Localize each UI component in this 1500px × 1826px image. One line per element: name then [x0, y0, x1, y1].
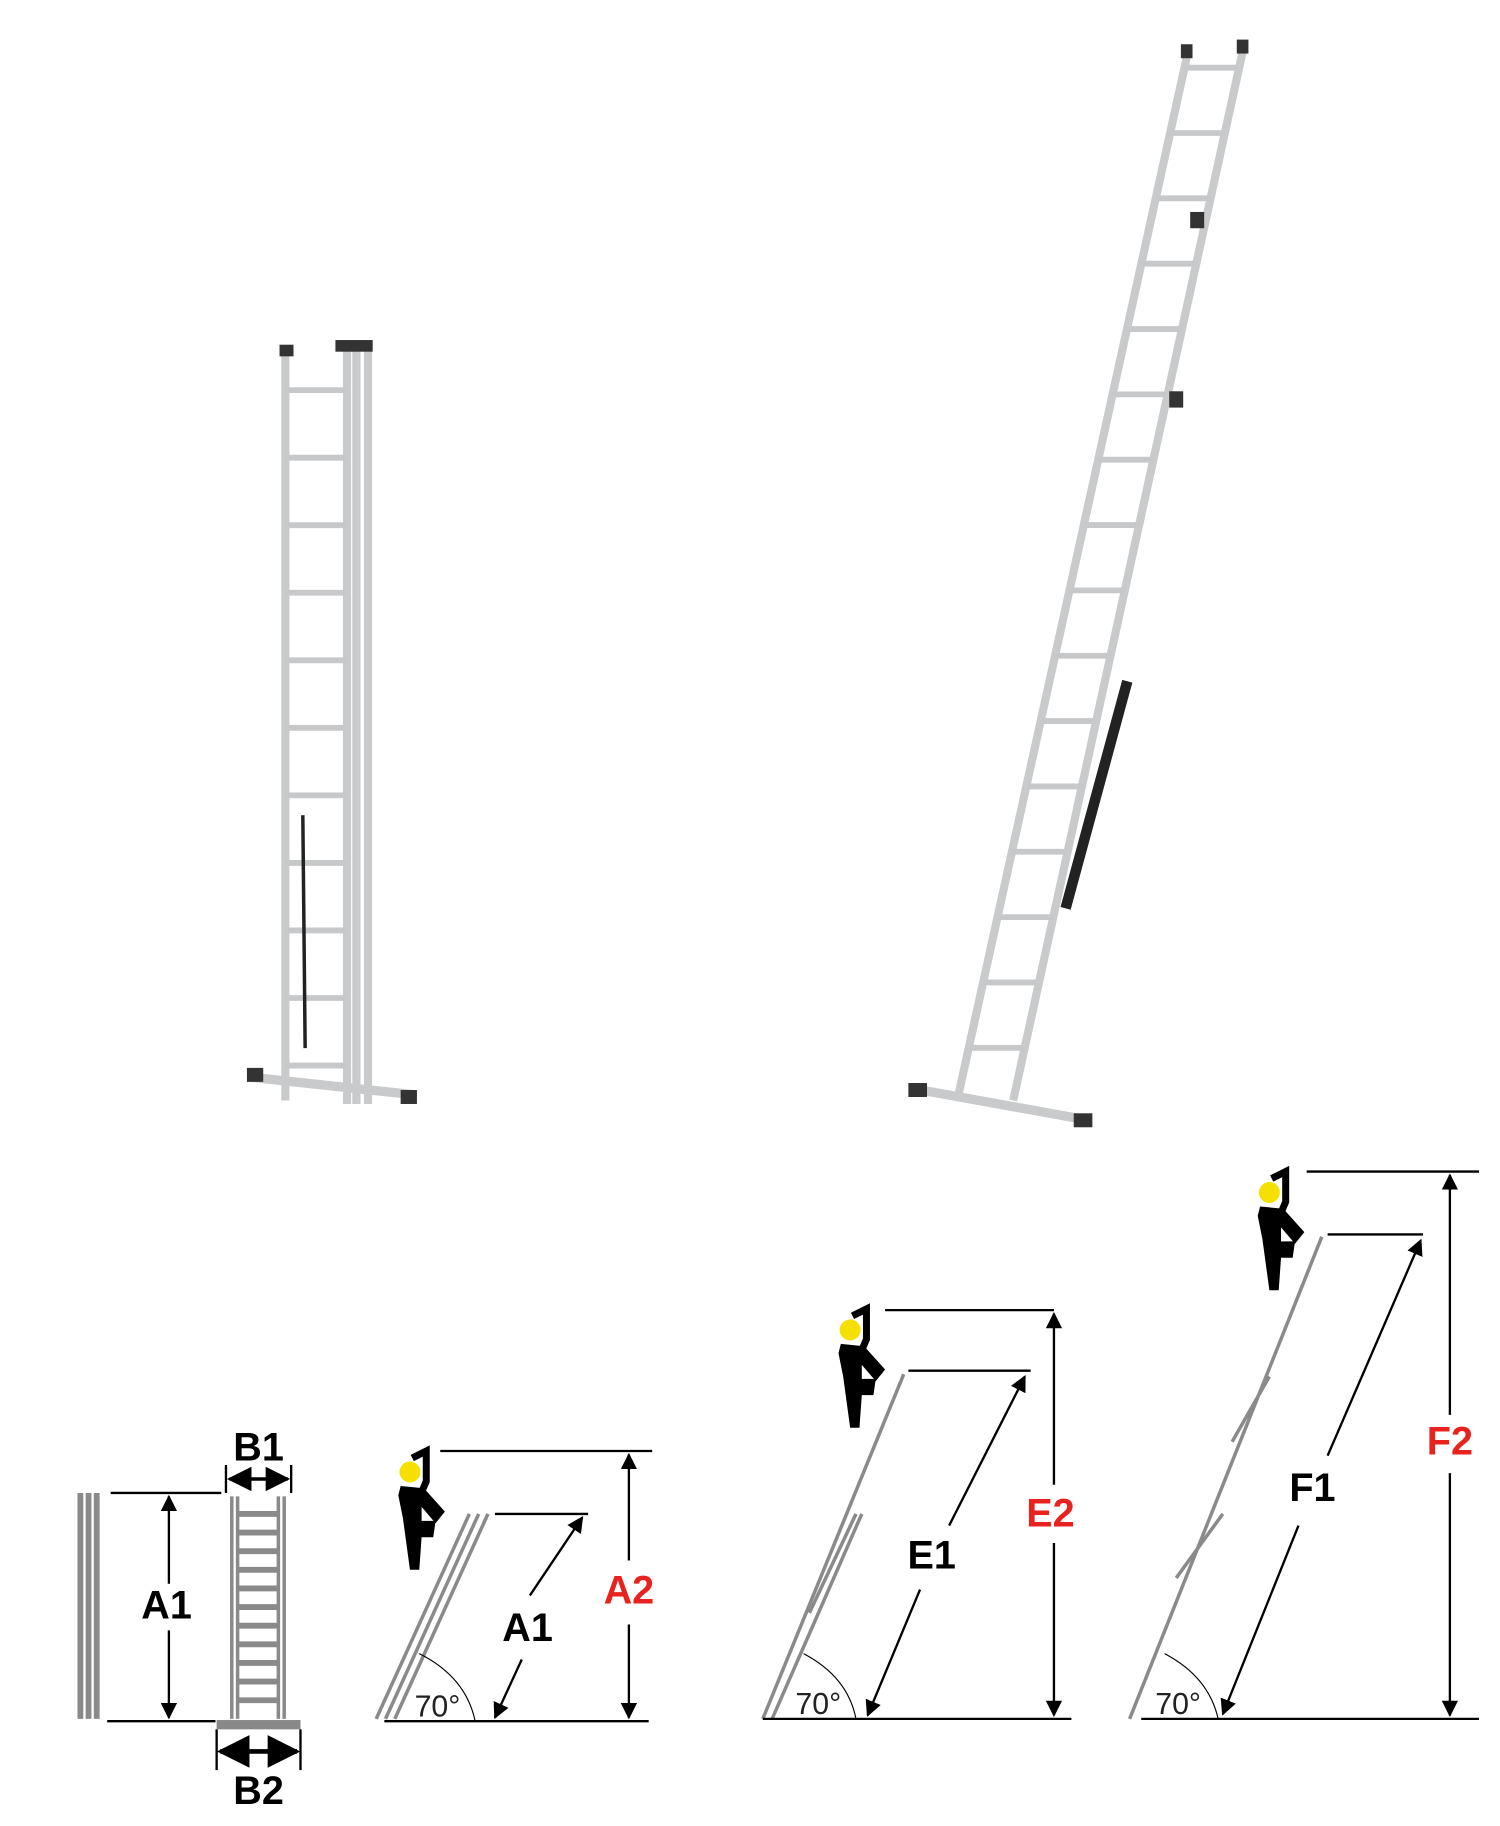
e2-label: E2 [1026, 1492, 1074, 1536]
b1-label: B1 [233, 1425, 284, 1469]
b2-label: B2 [233, 1769, 284, 1813]
leaning-ladder-diagram-a: 70° A2 A1 [374, 1451, 655, 1724]
e1-label: E1 [907, 1534, 955, 1578]
angle-f-label: 70° [1155, 1688, 1201, 1721]
angle-a-label: 70° [415, 1691, 461, 1724]
angle-e-label: 70° [795, 1688, 841, 1721]
f2-label: F2 [1427, 1419, 1473, 1463]
f1-label: F1 [1289, 1466, 1335, 1510]
leaning-ladder-diagram-f: 70° F2 F1 [1128, 1172, 1480, 1721]
a1-folded-label: A1 [141, 1584, 192, 1628]
a2-label: A2 [604, 1569, 655, 1613]
folded-ladder-diagram: A1 B1 B2 [77, 1425, 302, 1813]
closed-ladder-photo [246, 340, 417, 1104]
leaning-ladder-diagram-e: 70° E2 E1 [761, 1309, 1075, 1721]
a1-label: A1 [502, 1606, 553, 1650]
extended-ladder-photo [908, 39, 1249, 1128]
